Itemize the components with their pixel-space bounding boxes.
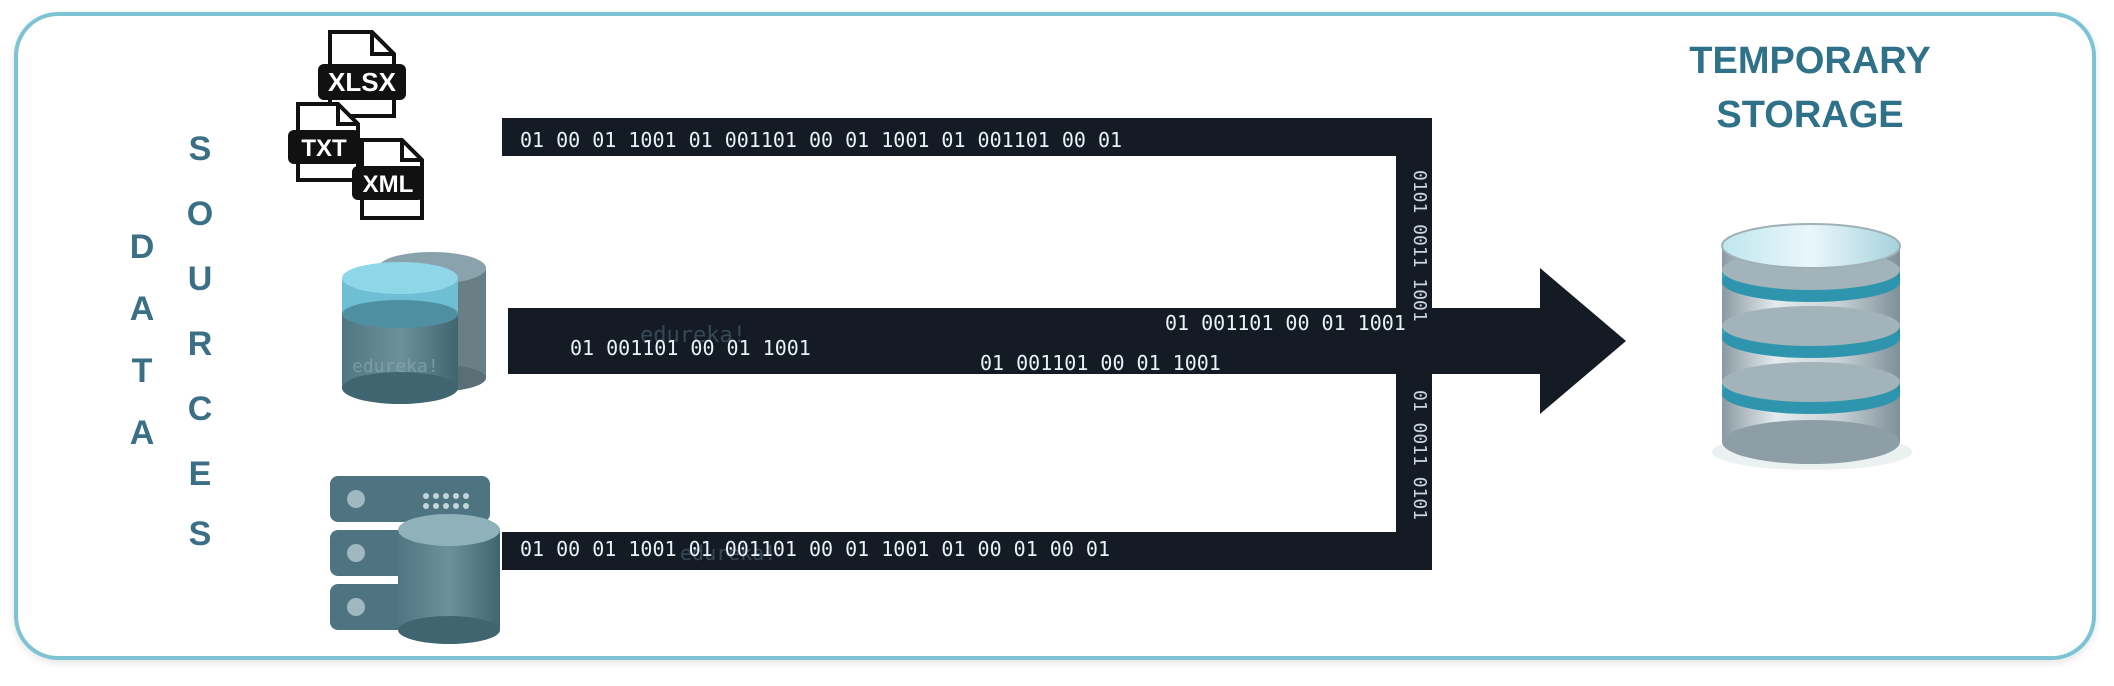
file-icons: XLSX TXT XML: [288, 30, 424, 220]
data-letter: T: [131, 352, 153, 390]
binary-text-bottom: 01 00 01 1001 01 001101 00 01 1001 01 00…: [520, 537, 1110, 561]
stream-watermark: edureka!: [640, 323, 746, 348]
server-source-icon: [330, 476, 500, 644]
xml-label: XML: [363, 171, 414, 198]
xml-file-icon: XML: [352, 138, 424, 220]
binary-text-middle: 01 001101 00 01 1001: [980, 351, 1221, 375]
storage-title-line2: STORAGE: [1716, 94, 1904, 136]
data-letter: A: [129, 414, 155, 452]
flow-branch-top: [502, 118, 1432, 156]
sources-letter: S: [188, 515, 212, 553]
database-source-icon: edureka!: [342, 252, 486, 404]
binary-text-middle: 01 001101 00 01 1001: [1165, 311, 1406, 335]
flow-arrow-head: [1540, 268, 1626, 414]
storage-title-line1: TEMPORARY: [1689, 40, 1931, 82]
binary-text-trunk: 01 0011 0101: [1409, 390, 1430, 520]
data-flow-arrow: edureka! edureka! 01 00 01 1001 01 00110…: [502, 118, 1626, 570]
stream-watermark: edureka!: [680, 541, 776, 565]
data-letter: A: [129, 290, 155, 328]
temporary-storage-title: TEMPORARY STORAGE: [1620, 34, 2000, 142]
binary-text-trunk: 0101 0011 1001: [1409, 170, 1430, 322]
flow-branch-bottom: [502, 532, 1432, 570]
txt-label: TXT: [301, 135, 347, 162]
sources-letter: C: [187, 390, 213, 428]
flow-branch-middle: [508, 308, 1542, 374]
xlsx-file-icon: XLSX: [318, 30, 406, 118]
sources-letter: O: [186, 195, 214, 233]
sources-letter: R: [187, 325, 213, 363]
sources-letter: U: [187, 260, 213, 298]
database-watermark: edureka!: [352, 356, 439, 377]
xlsx-label: XLSX: [328, 67, 397, 97]
data-letter: D: [129, 228, 155, 266]
sources-letter: E: [188, 455, 212, 493]
temporary-storage-icon: [1712, 223, 1912, 470]
binary-text-top: 01 00 01 1001 01 001101 00 01 1001 01 00…: [520, 128, 1122, 152]
txt-file-icon: TXT: [288, 102, 360, 182]
sources-letter: S: [188, 130, 212, 168]
binary-text-middle: 01 001101 00 01 1001: [570, 336, 811, 360]
